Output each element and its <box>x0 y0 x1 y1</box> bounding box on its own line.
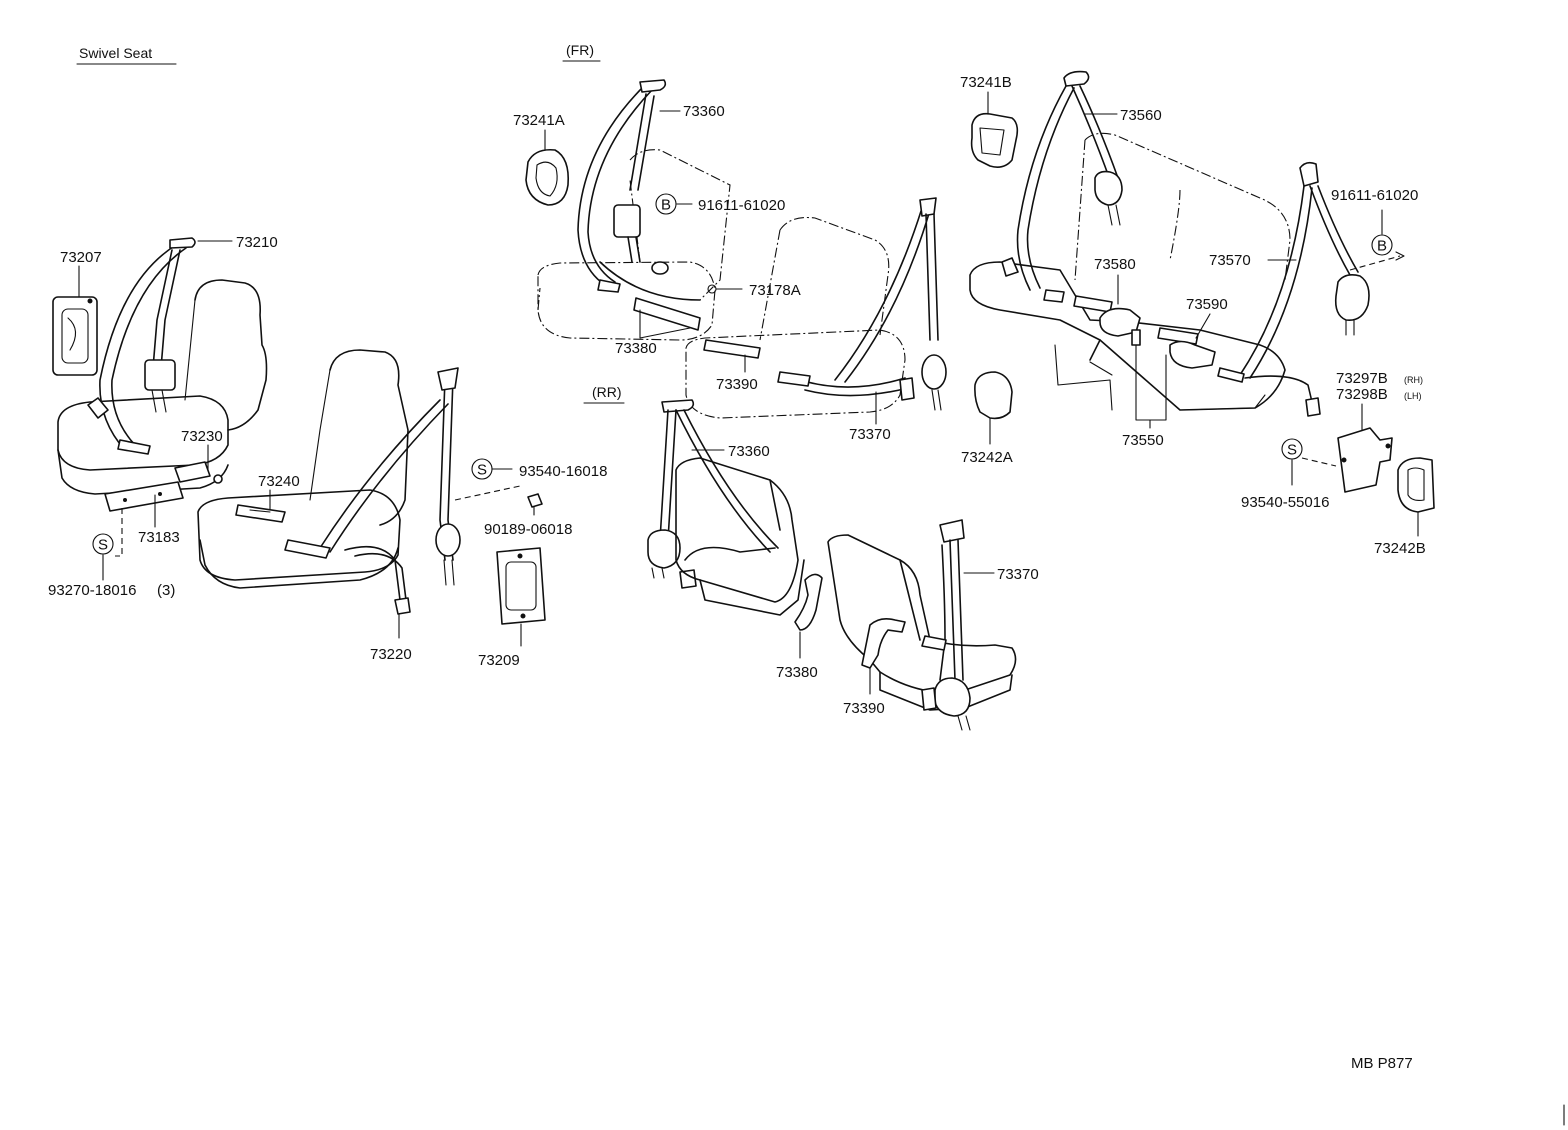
right-bench-group: B S <box>969 70 1435 537</box>
label-73570: 73570 <box>1209 252 1251 269</box>
trim-cover-73241b <box>970 112 1019 168</box>
label-73220: 73220 <box>370 646 412 663</box>
belt-73220 <box>284 367 461 615</box>
buckle-73390-front <box>703 339 761 359</box>
cover-plate-73207 <box>52 296 98 376</box>
label-73178a: 73178A <box>749 282 801 299</box>
screw-marker-s-2-letter: S <box>477 462 487 479</box>
label-73240: 73240 <box>258 473 300 490</box>
label-73297b-side: (RH) <box>1404 375 1423 385</box>
swivel-seat-right <box>197 349 409 589</box>
screw-marker-s-3-letter: S <box>1287 442 1297 459</box>
label-91611-61020-rear: 91611-61020 <box>1331 187 1418 204</box>
label-93270-qty: (3) <box>157 582 175 599</box>
label-73207: 73207 <box>60 249 102 266</box>
screw-marker-s-1 <box>92 533 114 555</box>
screw-marker-s-3 <box>1281 438 1303 460</box>
label-73241a: 73241A <box>513 112 565 129</box>
label-73241b: 73241B <box>960 74 1012 91</box>
label-73370-front: 73370 <box>849 426 891 443</box>
bolt-73178a <box>707 284 717 294</box>
label-73209: 73209 <box>478 652 520 669</box>
swivel-seat-left <box>57 279 268 495</box>
trim-cover-73242a <box>974 371 1013 420</box>
label-73242b: 73242B <box>1374 540 1426 557</box>
buckle-73390-rear <box>861 618 906 669</box>
label-73390-front: 73390 <box>716 376 758 393</box>
bolt-marker-b-2-letter: B <box>1377 238 1387 255</box>
bracket-73550 <box>1135 344 1167 421</box>
label-73298b-side: (LH) <box>1404 391 1422 401</box>
bolt-marker-b-1-letter: B <box>661 197 671 214</box>
bolt-marker-b-2 <box>1371 234 1393 256</box>
trim-cover-73242b <box>1397 457 1435 513</box>
label-91611-61020-front: 91611-61020 <box>698 197 785 214</box>
plate-73183 <box>104 481 184 512</box>
buckle-73240 <box>235 504 286 523</box>
label-73550: 73550 <box>1122 432 1164 449</box>
nut-90189 <box>527 493 543 508</box>
label-73370-rear: 73370 <box>997 566 1039 583</box>
header-swivel-seat: Swivel Seat <box>79 45 152 61</box>
buckle-73230 <box>174 461 223 484</box>
label-73298b: 73298B <box>1336 386 1388 403</box>
label-73380-front: 73380 <box>615 340 657 357</box>
anchor-73209 <box>496 547 546 625</box>
trim-cover-73241a <box>525 148 570 206</box>
label-73183: 73183 <box>138 529 180 546</box>
label-93270-18016: 93270-18016 <box>48 582 136 599</box>
buckle-73590 <box>1157 327 1216 369</box>
bolt-marker-b-1 <box>655 193 677 215</box>
label-73210: 73210 <box>236 234 278 251</box>
diagram-code: MB P877 <box>1351 1055 1413 1072</box>
cover-73297b-73298b <box>1337 427 1393 493</box>
label-73380-rear: 73380 <box>776 664 818 681</box>
label-73230: 73230 <box>181 428 223 445</box>
buckle-73380-front <box>633 297 701 331</box>
label-73560: 73560 <box>1120 107 1162 124</box>
label-93540-16018: 93540-16018 <box>519 463 607 480</box>
header-front: (FR) <box>566 42 594 58</box>
buckle-73380-rear <box>794 573 823 631</box>
buckle-73580 <box>1073 295 1141 346</box>
label-73580: 73580 <box>1094 256 1136 273</box>
rear-seat-group <box>647 399 1017 731</box>
label-73360-front: 73360 <box>683 103 725 120</box>
label-73390-rear: 73390 <box>843 700 885 717</box>
header-rear: (RR) <box>592 384 622 400</box>
label-90189-06018: 90189-06018 <box>484 521 572 538</box>
label-93540-55016: 93540-55016 <box>1241 494 1329 511</box>
label-73297b: 73297B <box>1336 370 1388 387</box>
swivel-seat-group: S <box>52 237 461 639</box>
front-seat-group: B <box>525 79 947 425</box>
screw-marker-s-1-letter: S <box>98 537 108 554</box>
label-73242a: 73242A <box>961 449 1013 466</box>
belt-73210 <box>87 237 196 455</box>
label-73360-rear: 73360 <box>728 443 770 460</box>
label-73590: 73590 <box>1186 296 1228 313</box>
